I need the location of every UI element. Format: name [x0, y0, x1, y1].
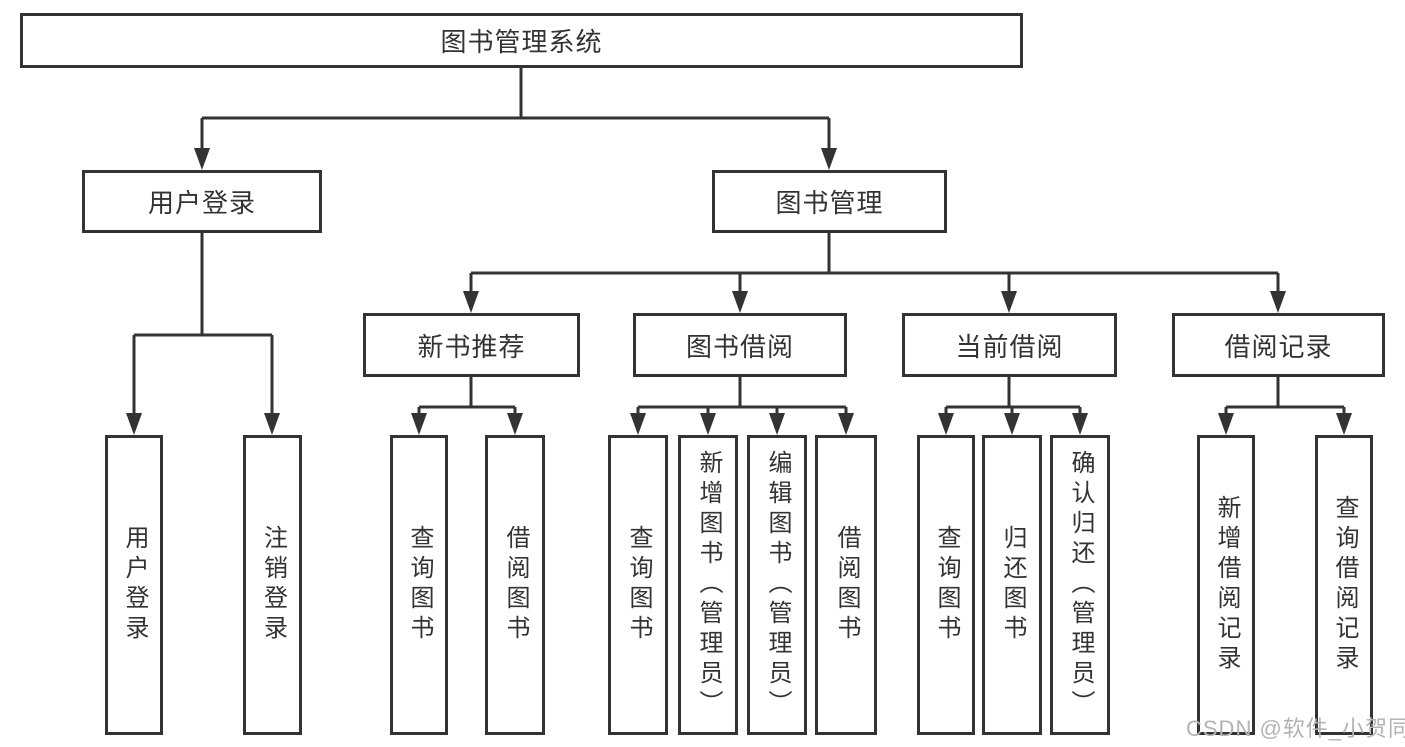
leaf-logout: 注销登录: [243, 435, 302, 735]
leaf-user-login-label: 用户登录: [121, 525, 148, 645]
leaf-add-borrow-record-label: 新增借阅记录: [1213, 495, 1240, 675]
leaf-query-borrow-record: 查询借阅记录: [1315, 435, 1373, 735]
node-new-book-recommend-label: 新书推荐: [417, 331, 526, 362]
leaf-recommend-query-books-label: 查询图书: [406, 525, 433, 645]
node-borrow-records-label: 借阅记录: [1224, 331, 1333, 362]
node-book-management-label: 图书管理: [775, 188, 884, 218]
node-user-login: 用户登录: [82, 170, 322, 233]
node-current-borrow-label: 当前借阅: [955, 331, 1064, 362]
node-book-borrow-label: 图书借阅: [685, 331, 794, 362]
node-borrow-records: 借阅记录: [1172, 313, 1385, 377]
leaf-confirm-return-admin-label: 确认归还（管理员）: [1067, 450, 1094, 720]
leaf-return-book-label: 归还图书: [999, 525, 1026, 645]
leaf-recommend-query-books: 查询图书: [390, 435, 448, 735]
node-book-management: 图书管理: [712, 170, 947, 233]
leaf-recommend-borrow-books: 借阅图书: [485, 435, 545, 735]
leaf-add-book-admin-label: 新增图书（管理员）: [695, 450, 722, 720]
leaf-logout-label: 注销登录: [259, 525, 287, 645]
leaf-borrow-books: 借阅图书: [815, 435, 877, 735]
node-root: 图书管理系统: [20, 13, 1023, 68]
node-book-borrow: 图书借阅: [633, 313, 847, 377]
leaf-add-borrow-record: 新增借阅记录: [1197, 435, 1255, 735]
leaf-user-login: 用户登录: [105, 435, 163, 735]
leaf-borrow-query-books-label: 查询图书: [625, 525, 652, 645]
leaf-add-book-admin: 新增图书（管理员）: [678, 435, 738, 735]
leaf-recommend-borrow-books-label: 借阅图书: [502, 525, 529, 645]
leaf-current-query-books-label: 查询图书: [933, 525, 960, 645]
leaf-edit-book-admin-label: 编辑图书（管理员）: [764, 450, 791, 720]
node-root-label: 图书管理系统: [440, 27, 603, 57]
leaf-borrow-query-books: 查询图书: [608, 435, 668, 735]
node-new-book-recommend: 新书推荐: [363, 313, 580, 377]
leaf-query-borrow-record-label: 查询借阅记录: [1331, 495, 1358, 675]
leaf-borrow-books-label: 借阅图书: [833, 525, 860, 645]
watermark-text: CSDN @软件_小贺同学: [1186, 716, 1405, 741]
node-current-borrow: 当前借阅: [902, 313, 1117, 377]
leaf-return-book: 归还图书: [982, 435, 1042, 735]
leaf-current-query-books: 查询图书: [917, 435, 975, 735]
node-user-login-label: 用户登录: [147, 188, 256, 218]
leaf-edit-book-admin: 编辑图书（管理员）: [747, 435, 807, 735]
leaf-confirm-return-admin: 确认归还（管理员）: [1050, 435, 1110, 735]
